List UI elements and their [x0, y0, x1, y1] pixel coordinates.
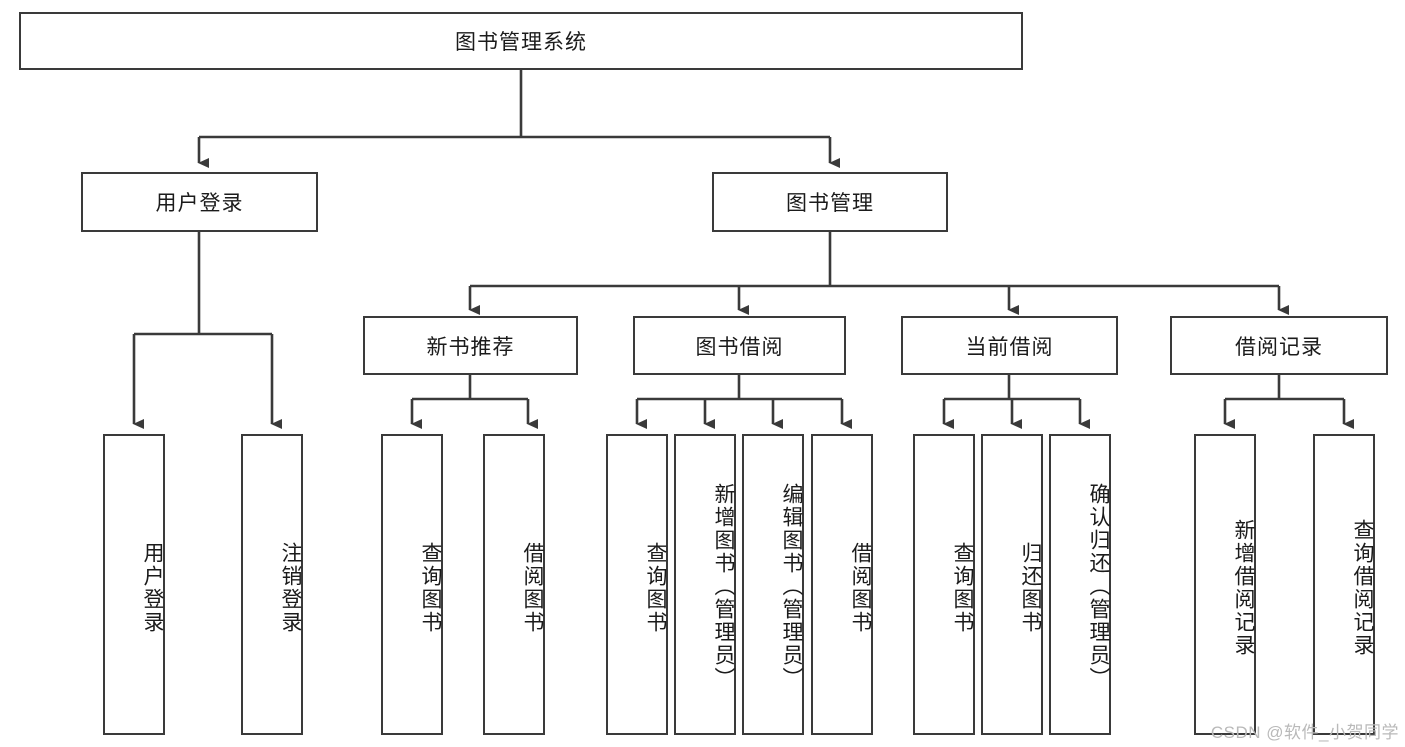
node-user-login[interactable]: 用户登录 [81, 172, 318, 232]
node-current-borrow[interactable]: 当前借阅 [901, 316, 1118, 375]
node-new-book-recommend[interactable]: 新书推荐 [363, 316, 578, 375]
leaf-return-book[interactable]: 归还图书 [981, 434, 1043, 735]
leaf-query-book-current[interactable]: 查询图书 [913, 434, 975, 735]
leaf-add-book-admin[interactable]: 新增图书（管理员） [674, 434, 736, 735]
node-root[interactable]: 图书管理系统 [19, 12, 1023, 70]
leaf-edit-book-admin[interactable]: 编辑图书（管理员） [742, 434, 804, 735]
leaf-confirm-return-admin[interactable]: 确认归还（管理员） [1049, 434, 1111, 735]
node-book-borrow[interactable]: 图书借阅 [633, 316, 846, 375]
leaf-query-book-recommend[interactable]: 查询图书 [381, 434, 443, 735]
leaf-add-borrow-record[interactable]: 新增借阅记录 [1194, 434, 1256, 735]
leaf-logout[interactable]: 注销登录 [241, 434, 303, 735]
leaf-borrow-book[interactable]: 借阅图书 [811, 434, 873, 735]
watermark-text: CSDN @软件_小贺同学 [1210, 723, 1399, 742]
leaf-borrow-book-recommend[interactable]: 借阅图书 [483, 434, 545, 735]
node-borrow-record[interactable]: 借阅记录 [1170, 316, 1388, 375]
leaf-user-login[interactable]: 用户登录 [103, 434, 165, 735]
node-book-management[interactable]: 图书管理 [712, 172, 948, 232]
leaf-query-book-borrow[interactable]: 查询图书 [606, 434, 668, 735]
leaf-query-borrow-record[interactable]: 查询借阅记录 [1313, 434, 1375, 735]
